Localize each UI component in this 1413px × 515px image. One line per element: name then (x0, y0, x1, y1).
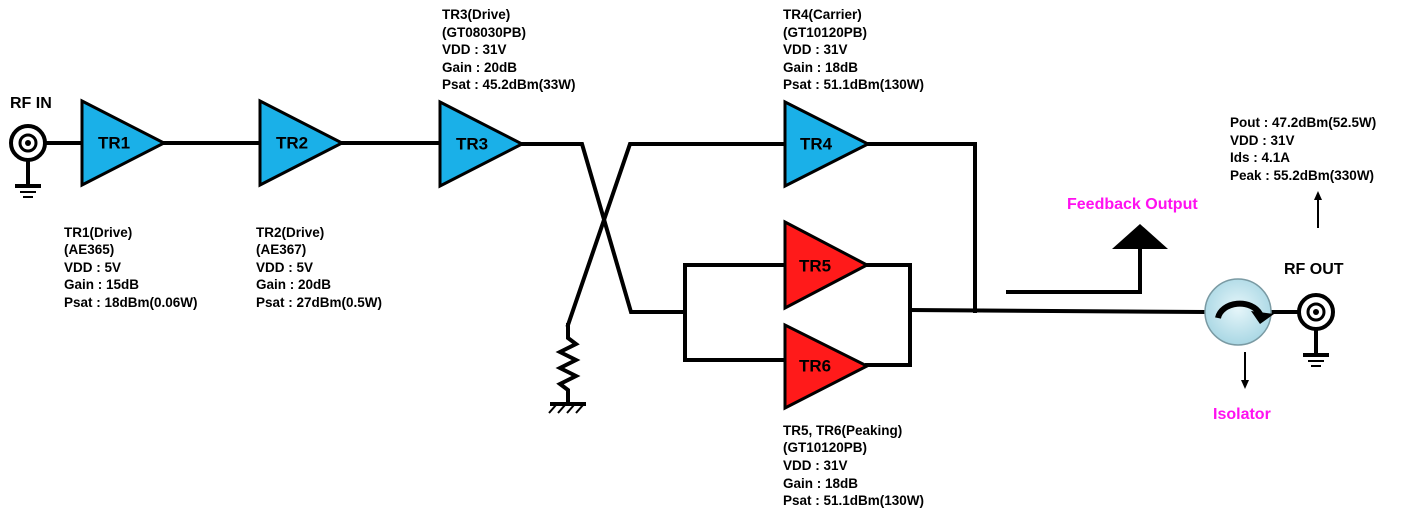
spec-line: VDD : 31V (1230, 133, 1295, 148)
spec-line: Gain : 20dB (442, 60, 517, 75)
tr3-spec-block: TR3(Drive) (GT08030PB) VDD : 31V Gain : … (442, 7, 576, 92)
spec-line: Peak : 55.2dBm(330W) (1230, 168, 1374, 183)
spec-line: (GT10120PB) (783, 25, 867, 40)
spec-line: Gain : 20dB (256, 277, 331, 292)
spec-line: Psat : 45.2dBm(33W) (442, 77, 576, 92)
tr2-spec-block: TR2(Drive) (AE367) VDD : 5V Gain : 20dB … (256, 225, 382, 310)
amplifier-tr5: TR5 (783, 219, 871, 311)
spec-line: TR5, TR6(Peaking) (783, 423, 902, 438)
spec-line: VDD : 31V (442, 42, 507, 57)
spec-line: VDD : 31V (783, 42, 848, 57)
spec-line: Psat : 18dBm(0.06W) (64, 295, 198, 310)
isolator-icon (1204, 278, 1274, 346)
rf-out-connector-icon (1297, 293, 1335, 367)
tr3-label: TR3 (456, 134, 488, 153)
tr6-label: TR6 (799, 356, 831, 375)
spec-line: Psat : 27dBm(0.5W) (256, 295, 382, 310)
rf-out-label: RF OUT (1284, 261, 1344, 278)
spec-line: TR2(Drive) (256, 225, 324, 240)
isolator-label: Isolator (1213, 406, 1271, 423)
tr5-label: TR5 (799, 256, 831, 275)
spec-line: Gain : 18dB (783, 60, 858, 75)
tr4-label: TR4 (800, 134, 833, 153)
spec-line: (GT10120PB) (783, 440, 867, 455)
amplifier-tr1: TR1 (80, 98, 168, 188)
tr2-label: TR2 (276, 133, 308, 152)
spec-line: (GT08030PB) (442, 25, 526, 40)
rf-in-connector-icon (9, 124, 47, 198)
spec-line: TR4(Carrier) (783, 7, 862, 22)
rf-in-label: RF IN (10, 95, 52, 112)
tr4-spec-block: TR4(Carrier) (GT10120PB) VDD : 31V Gain … (783, 7, 924, 92)
spec-line: (AE367) (256, 242, 306, 257)
feedback-arrow-icon (1112, 224, 1168, 249)
signal-wires (45, 141, 1302, 367)
output-spec-block: Pout : 47.2dBm(52.5W) VDD : 31V Ids : 4.… (1230, 115, 1376, 183)
spec-line: VDD : 5V (256, 260, 313, 275)
amplifier-tr6: TR6 (783, 322, 871, 411)
tr1-label: TR1 (98, 133, 130, 152)
spec-line: Psat : 51.1dBm(130W) (783, 493, 924, 508)
output-up-arrow-icon (1314, 191, 1322, 228)
spec-line: Gain : 18dB (783, 476, 858, 491)
spec-line: VDD : 5V (64, 260, 121, 275)
amplifier-tr4: TR4 (783, 99, 872, 189)
tr1-spec-block: TR1(Drive) (AE365) VDD : 5V Gain : 15dB … (64, 225, 198, 310)
spec-line: Psat : 51.1dBm(130W) (783, 77, 924, 92)
termination-resistor-icon (548, 323, 586, 414)
amplifier-tr3: TR3 (438, 99, 526, 189)
spec-line: TR1(Drive) (64, 225, 132, 240)
spec-line: Ids : 4.1A (1230, 150, 1290, 165)
spec-line: VDD : 31V (783, 458, 848, 473)
spec-line: (AE365) (64, 242, 114, 257)
amplifier-tr2: TR2 (258, 98, 346, 188)
spec-line: Gain : 15dB (64, 277, 139, 292)
isolator-down-arrow-icon (1241, 352, 1249, 389)
feedback-output-label: Feedback Output (1067, 196, 1198, 213)
spec-line: Pout : 47.2dBm(52.5W) (1230, 115, 1376, 130)
tr5-tr6-spec-block: TR5, TR6(Peaking) (GT10120PB) VDD : 31V … (783, 423, 924, 508)
spec-line: TR3(Drive) (442, 7, 510, 22)
